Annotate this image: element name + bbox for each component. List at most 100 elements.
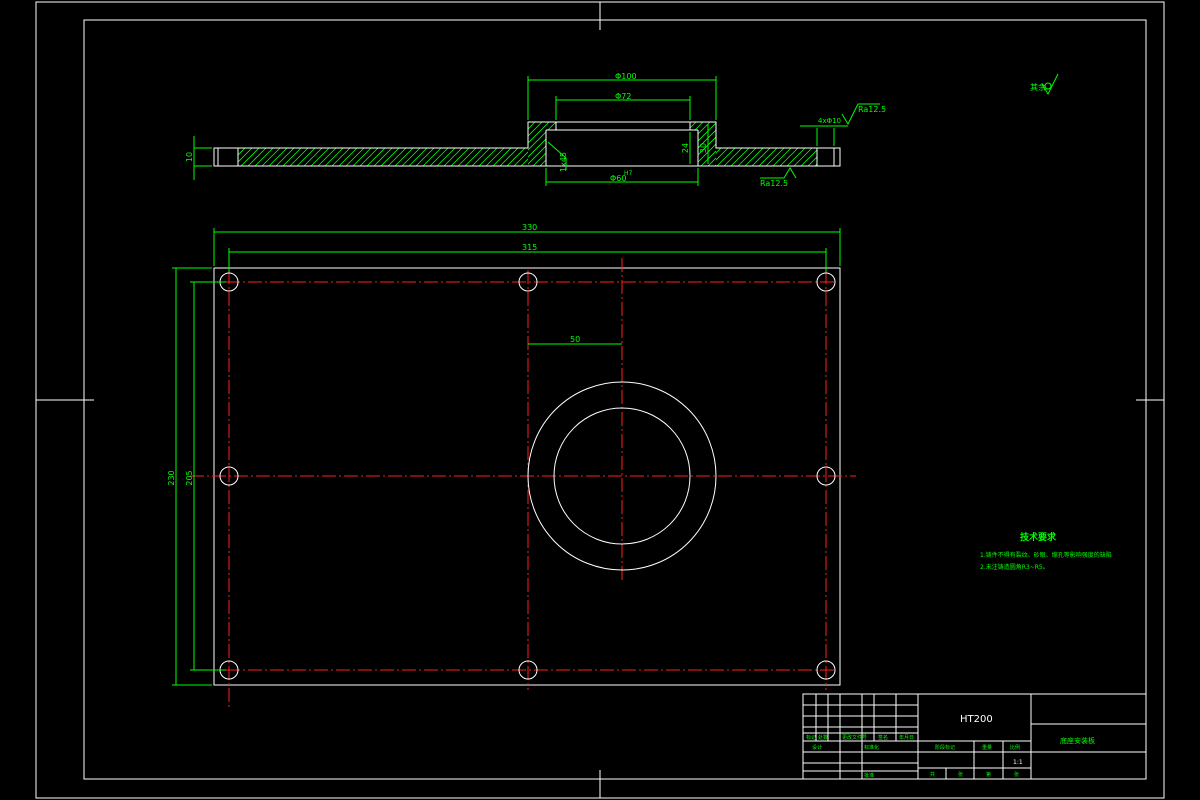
hatch-line	[506, 148, 526, 166]
hatch-line	[380, 148, 400, 166]
hatch-line	[646, 148, 666, 166]
label-sheets: 共	[930, 771, 935, 778]
roughness-other-symbol	[1041, 73, 1059, 96]
hatch-line	[625, 148, 645, 166]
hatch-line	[527, 148, 547, 166]
boss-outer-circle	[527, 381, 717, 571]
hatch-line	[254, 148, 274, 166]
bolt-hole	[816, 466, 836, 486]
roughness-other-label: 其余	[1030, 82, 1046, 92]
hatch-line	[408, 148, 428, 166]
hatch-line	[623, 122, 669, 166]
plan-view: 330 315 50 230 205	[167, 223, 856, 710]
hatch-line	[238, 148, 253, 166]
hatch-line	[609, 122, 655, 166]
hatch-line	[261, 148, 281, 166]
section-outline	[213, 121, 841, 167]
roughness-symbol-top	[841, 103, 880, 126]
hatch-line	[429, 148, 449, 166]
hatch-line	[716, 148, 736, 166]
bolt-hole	[518, 272, 538, 292]
hatch-line	[338, 148, 358, 166]
bolt-hole	[816, 272, 836, 292]
hatch-line	[793, 148, 813, 166]
hatch-line	[296, 148, 316, 166]
hatch-line	[618, 148, 638, 166]
dim-width-holes: 315	[522, 243, 537, 252]
label-weight: 重量	[982, 744, 992, 751]
hatch-line	[567, 122, 613, 166]
bolt-hole	[816, 660, 836, 680]
hatch-line	[590, 148, 610, 166]
dim-d60: Φ60	[610, 174, 626, 183]
hatch-line	[528, 122, 543, 166]
hatch-line	[744, 148, 764, 166]
hatch-line	[238, 148, 246, 166]
part-name: 底座安装板	[1060, 736, 1095, 745]
hatch-line	[436, 148, 456, 166]
hatch-line	[532, 122, 578, 166]
scale-value: 1:1	[1013, 759, 1023, 766]
hatch-line	[471, 148, 491, 166]
hatch-line	[779, 148, 799, 166]
tech-requirements: 技术要求 1.铸件不得有裂纹、砂眼、缩孔等影响强度的缺陷 2.未注铸造圆角R3~…	[980, 531, 1112, 571]
hatch-line	[422, 148, 442, 166]
title-block: HT200 底座安装板 1:1 标记 处数 更改文件号 签名 年月日 设计 标准…	[802, 693, 1147, 780]
hatch-line	[457, 148, 477, 166]
label-designer: 设计	[812, 744, 822, 751]
hatch-line	[324, 148, 344, 166]
hatch-line	[415, 148, 435, 166]
hatch-line	[492, 148, 512, 166]
hatch-line	[345, 148, 365, 166]
hatch-line	[737, 148, 757, 166]
hatch-line	[653, 148, 673, 166]
hatch-line	[686, 122, 716, 166]
sheet-border	[35, 1, 1165, 799]
hatch-line	[240, 148, 260, 166]
hatch-line	[464, 148, 484, 166]
label-sheet: 张	[958, 771, 963, 778]
dim-height-overall: 230	[167, 470, 176, 485]
hatch-line	[709, 148, 729, 166]
hatch-plate	[238, 148, 817, 166]
hatch-line	[394, 148, 414, 166]
hatch-line	[275, 148, 295, 166]
hatch-line	[310, 148, 330, 166]
section-view: Φ100 Φ72 Φ60 H7 24 30 10 1x45 4xΦ10 Ra12…	[185, 72, 1059, 188]
hatch-line	[611, 148, 631, 166]
hatch-line	[758, 148, 778, 166]
hatch-line	[723, 148, 743, 166]
hatch-line	[289, 148, 309, 166]
hatch-line	[352, 148, 372, 166]
hatch-line	[513, 148, 533, 166]
dim-chamfer: 1x45	[559, 152, 568, 172]
label-approve: 批准	[864, 772, 874, 779]
hatch-line	[569, 148, 589, 166]
drawing-frame	[83, 19, 1147, 780]
hatch-line	[637, 122, 683, 166]
hatch-line	[520, 148, 540, 166]
hatch-line	[616, 122, 662, 166]
hatch-line	[639, 148, 659, 166]
label-sign: 签名	[878, 734, 888, 741]
hatch-line	[630, 122, 676, 166]
hatch-line	[303, 148, 323, 166]
dim-h24: 24	[681, 143, 690, 153]
label-mark: 标记	[806, 734, 816, 741]
hatch-line	[807, 148, 817, 166]
label-sheet2: 张	[1014, 771, 1019, 778]
hatch-line	[786, 148, 806, 166]
roughness-top: Ra12.5	[858, 105, 886, 114]
hatch-line	[814, 148, 817, 166]
dim-height-holes: 205	[185, 470, 194, 485]
hatch-line	[581, 122, 627, 166]
hatch-line	[366, 148, 386, 166]
roughness-symbol-bottom	[760, 167, 797, 179]
tech-title: 技术要求	[1020, 531, 1057, 543]
hatch-line	[373, 148, 393, 166]
hatch-line	[359, 148, 379, 166]
hatch-line	[693, 122, 716, 166]
hatch-line	[672, 122, 716, 166]
hatch-line	[528, 122, 550, 166]
